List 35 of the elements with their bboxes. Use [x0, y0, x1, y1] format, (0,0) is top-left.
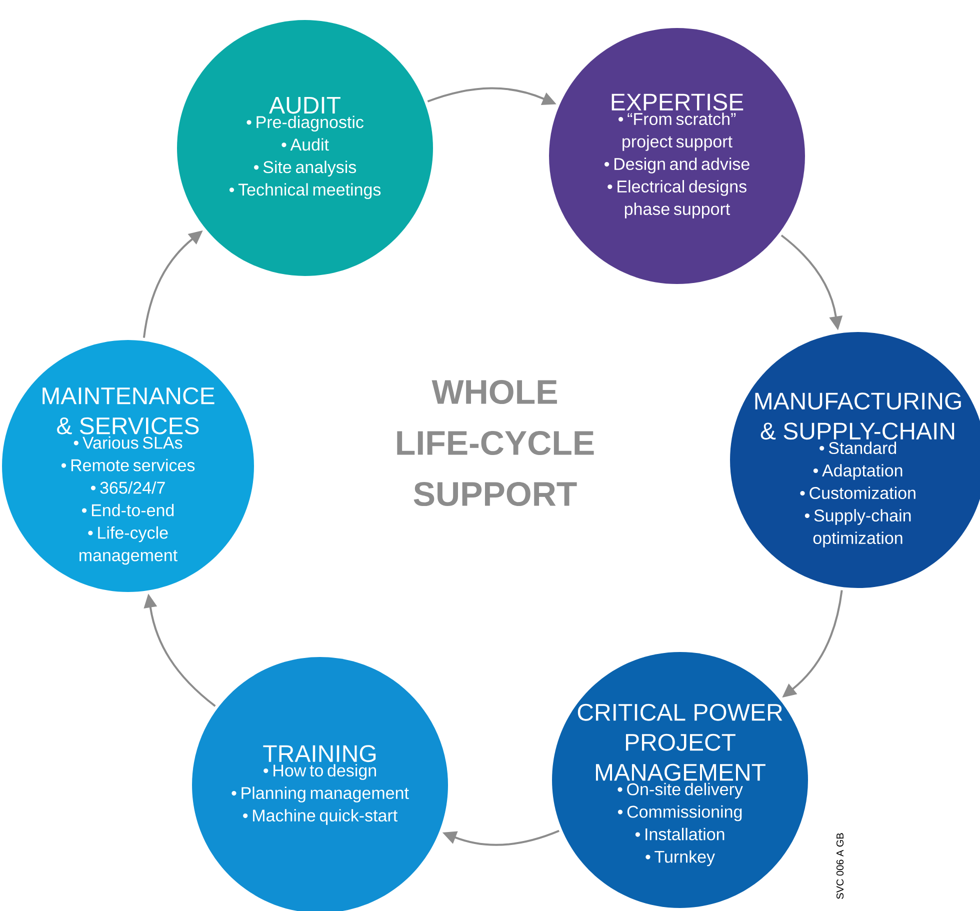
list-item: • Technical meetings	[229, 183, 381, 200]
list-item: • Turnkey	[646, 850, 715, 866]
center-title: WHOLE LIFE-CYCLE SUPPORT	[397, 380, 594, 506]
list-item: • Customization	[800, 486, 916, 500]
list-item: • How to design	[264, 764, 376, 780]
list-item: • “From scratch” project support	[618, 112, 736, 151]
list-item: • Remote services	[61, 458, 195, 472]
list-item: • 365/24/7	[90, 481, 165, 494]
list-item: • Design and advise	[604, 158, 750, 174]
list-item: • Installation	[635, 828, 724, 840]
circle-title: MANUFACTURING & SUPPLY-CHAIN	[755, 392, 961, 440]
list-item: • Site analysis	[254, 160, 356, 177]
list-item: • Audit	[282, 138, 329, 151]
list-item: • Adaptation	[813, 464, 902, 480]
list-item: • Supply-chain optimization	[804, 509, 911, 548]
stage-circle	[2, 340, 254, 592]
stage-circle	[549, 28, 805, 284]
list-item: • End-to-end	[82, 504, 174, 516]
circle-title: CRITICAL POWER PROJECT MANAGEMENT	[578, 704, 782, 781]
document-code: SVC 006 A GB	[836, 833, 844, 899]
list-item: • Machine quick-start	[243, 809, 398, 825]
circle-title: TRAINING	[263, 745, 376, 762]
stage-circle	[177, 20, 433, 276]
circle-title: MAINTENANCE & SERVICES	[42, 387, 214, 434]
circle-title: AUDIT	[269, 96, 340, 114]
list-item: • Planning management	[232, 786, 409, 802]
list-item: • Commissioning	[618, 805, 742, 822]
list-item: • Various SLAs	[74, 436, 182, 449]
list-item: • Life-cycle management	[80, 526, 178, 565]
list-item: • Pre-diagnostic	[246, 116, 364, 132]
stage-circle	[552, 652, 808, 908]
list-item: • Electrical designs phase support	[608, 180, 746, 218]
list-item: • Standard	[820, 442, 896, 454]
list-item: • On-site delivery	[618, 782, 743, 799]
circle-title: EXPERTISE	[612, 94, 744, 111]
